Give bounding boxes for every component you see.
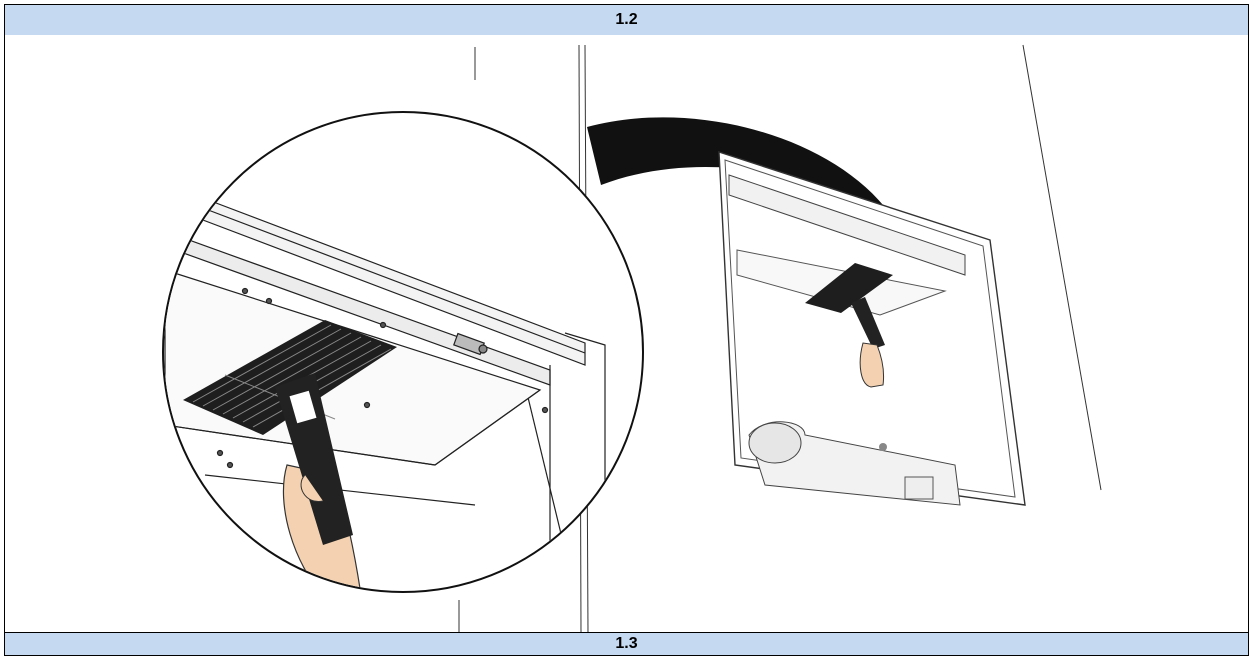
step-illustration-cell — [4, 35, 1249, 633]
wall-opening — [718, 151, 1026, 506]
step-header-1-2: 1.2 — [4, 4, 1249, 36]
mount-filter-wall-illustration — [162, 44, 1102, 633]
step-number: 1.2 — [615, 11, 638, 28]
zoom-detail-circle — [162, 111, 644, 593]
remote-in-hand — [275, 373, 362, 591]
callout-arrow — [587, 117, 907, 243]
step-number: 1.3 — [615, 635, 638, 652]
instruction-table: 1.2 — [4, 4, 1251, 656]
step-header-1-3: 1.3 — [4, 632, 1249, 656]
